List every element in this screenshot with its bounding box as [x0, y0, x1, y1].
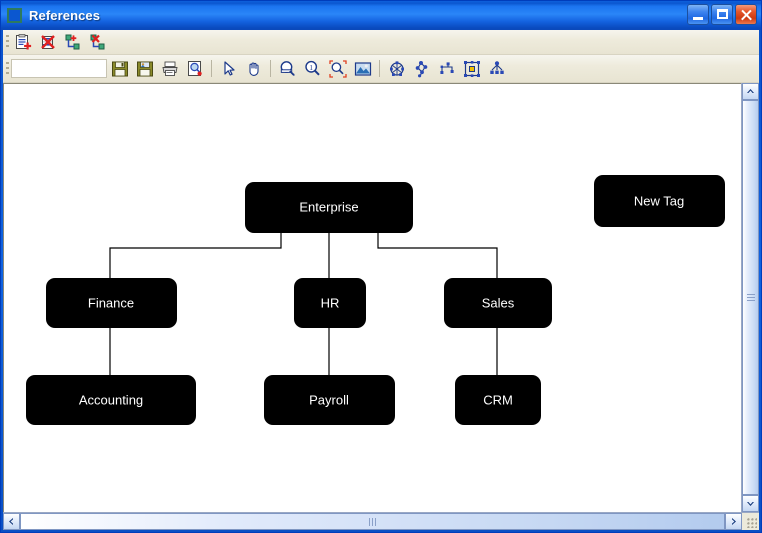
node-finance[interactable]: Finance — [46, 278, 177, 328]
main-toolbar: 1 — [3, 55, 759, 83]
toolbar-separator-2 — [270, 60, 271, 77]
resize-grip[interactable] — [742, 513, 759, 530]
scroll-down-button[interactable] — [742, 495, 759, 512]
print-icon[interactable] — [158, 58, 181, 80]
vertical-scroll-thumb[interactable] — [742, 100, 759, 495]
maximize-icon — [717, 9, 728, 19]
node-label-accounting: Accounting — [79, 392, 143, 407]
square-outline-icon — [7, 8, 22, 23]
save-as-image-icon[interactable] — [133, 58, 156, 80]
title-bar[interactable]: References — [1, 1, 761, 30]
h-scroll-thumb-grip — [368, 517, 377, 526]
client-area: 1 — [3, 30, 759, 530]
pan-hand-icon[interactable] — [242, 58, 265, 80]
layout-orthogonal-icon[interactable] — [435, 58, 458, 80]
vertical-scroll-track[interactable] — [742, 100, 759, 495]
layout-grouped-icon[interactable] — [460, 58, 483, 80]
node-label-enterprise: Enterprise — [299, 199, 358, 214]
zoom-in-icon[interactable]: 1 — [301, 58, 324, 80]
node-label-payroll: Payroll — [309, 392, 349, 407]
vertical-scrollbar[interactable] — [741, 83, 759, 512]
horizontal-scroll-thumb[interactable] — [20, 513, 725, 530]
node-label-finance: Finance — [88, 295, 134, 310]
node-accounting[interactable]: Accounting — [26, 375, 196, 425]
graph-svg: Enterprise New Tag Finance — [26, 175, 725, 425]
delete-node-icon[interactable] — [37, 31, 60, 53]
graph-edit-toolbar — [3, 30, 759, 55]
node-label-sales: Sales — [482, 295, 515, 310]
node-layer: Enterprise New Tag Finance — [26, 175, 725, 425]
layout-organic-icon[interactable] — [410, 58, 433, 80]
minimize-button[interactable] — [687, 4, 709, 25]
select-pointer-icon[interactable] — [217, 58, 240, 80]
add-node-icon[interactable] — [12, 31, 35, 53]
node-label-new-tag: New Tag — [634, 193, 684, 208]
close-button[interactable] — [735, 4, 757, 25]
scroll-right-button[interactable] — [725, 513, 742, 530]
save-icon[interactable] — [108, 58, 131, 80]
layout-hierarchic-icon[interactable] — [485, 58, 508, 80]
window-controls — [687, 4, 757, 25]
horizontal-scroll-track[interactable] — [20, 513, 725, 530]
node-payroll[interactable]: Payroll — [264, 375, 395, 425]
delete-edge-icon[interactable] — [87, 31, 110, 53]
maximize-button[interactable] — [711, 4, 733, 25]
toolbar-separator-3 — [379, 60, 380, 77]
horizontal-scrollbar[interactable] — [3, 512, 759, 530]
node-label-crm: CRM — [483, 392, 513, 407]
zoom-region-icon[interactable] — [326, 58, 349, 80]
minimize-icon — [693, 17, 703, 20]
node-sales[interactable]: Sales — [444, 278, 552, 328]
toolbar-separator — [211, 60, 212, 77]
node-crm[interactable]: CRM — [455, 375, 541, 425]
edge-enterprise-finance[interactable] — [106, 232, 282, 293]
print-preview-icon[interactable] — [183, 58, 206, 80]
node-new-tag[interactable]: New Tag — [594, 175, 725, 227]
node-enterprise[interactable]: Enterprise — [245, 182, 413, 233]
layout-circular-icon[interactable] — [385, 58, 408, 80]
zoom-out-icon[interactable] — [276, 58, 299, 80]
toolbar-grip[interactable] — [3, 30, 11, 54]
scroll-thumb-grip — [746, 293, 755, 302]
node-label-hr: HR — [321, 295, 340, 310]
edge-enterprise-sales[interactable] — [377, 232, 501, 293]
toolbar-blank-area — [11, 59, 107, 78]
scroll-left-button[interactable] — [3, 513, 20, 530]
node-hr[interactable]: HR — [294, 278, 366, 328]
window-title: References — [29, 8, 101, 23]
fit-content-icon[interactable] — [351, 58, 374, 80]
main-toolbar-grip[interactable] — [3, 55, 11, 82]
svg-text:1: 1 — [309, 63, 313, 72]
add-edge-icon[interactable] — [62, 31, 85, 53]
canvas-container: Enterprise New Tag Finance — [3, 83, 759, 530]
scroll-up-button[interactable] — [742, 83, 759, 100]
graph-canvas[interactable]: Enterprise New Tag Finance — [3, 83, 741, 512]
